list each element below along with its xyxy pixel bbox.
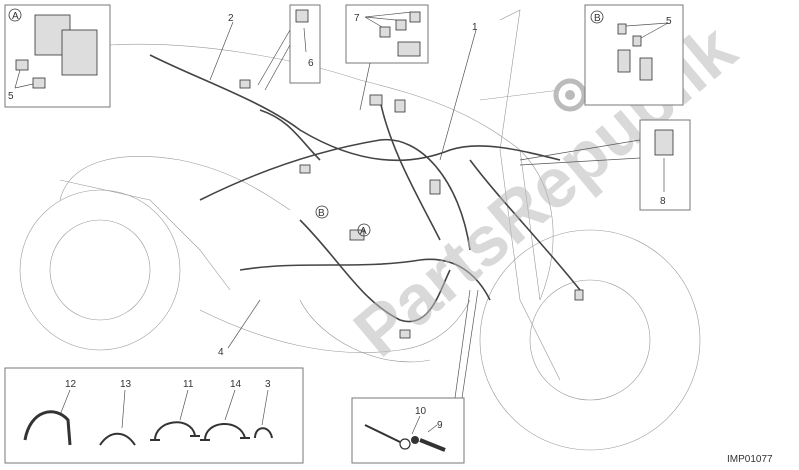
- callout-11: 11: [183, 379, 194, 390]
- callout-5: 5: [8, 91, 14, 102]
- callout-14: 14: [230, 379, 242, 390]
- callout-10: 10: [415, 406, 427, 417]
- detail-box-7: 7: [345, 4, 429, 111]
- detail-box-b: B 5: [584, 4, 684, 106]
- callout-1: 1: [472, 22, 478, 33]
- detail-mark-b-location: B: [318, 208, 325, 219]
- callout-5: 5: [666, 16, 672, 27]
- callout-13: 13: [120, 379, 132, 390]
- callout-6: 6: [308, 58, 314, 69]
- callout-2: 2: [228, 13, 234, 24]
- callout-4: 4: [218, 347, 224, 358]
- detail-mark-a: A: [12, 11, 19, 22]
- callout-12: 12: [65, 379, 77, 390]
- detail-box-6: 6: [257, 4, 321, 91]
- detail-mark-a-location: A: [360, 226, 367, 237]
- motorcycle-outline: [19, 9, 701, 451]
- detail-box-8: 8: [519, 119, 691, 211]
- callout-9: 9: [437, 420, 443, 431]
- drawing-code: IMP01077: [727, 454, 773, 465]
- gear-watermark-icon: [553, 78, 587, 112]
- harness-wires: [149, 54, 584, 339]
- detail-mark-b: B: [594, 13, 601, 24]
- detail-box-fasteners: 10 9: [351, 289, 479, 464]
- callout-8: 8: [660, 196, 666, 207]
- detail-box-a: A 5: [4, 4, 111, 108]
- detail-box-clips: 12 13 11 14 3: [4, 367, 304, 464]
- callout-3: 3: [265, 379, 271, 390]
- callout-7: 7: [354, 13, 360, 24]
